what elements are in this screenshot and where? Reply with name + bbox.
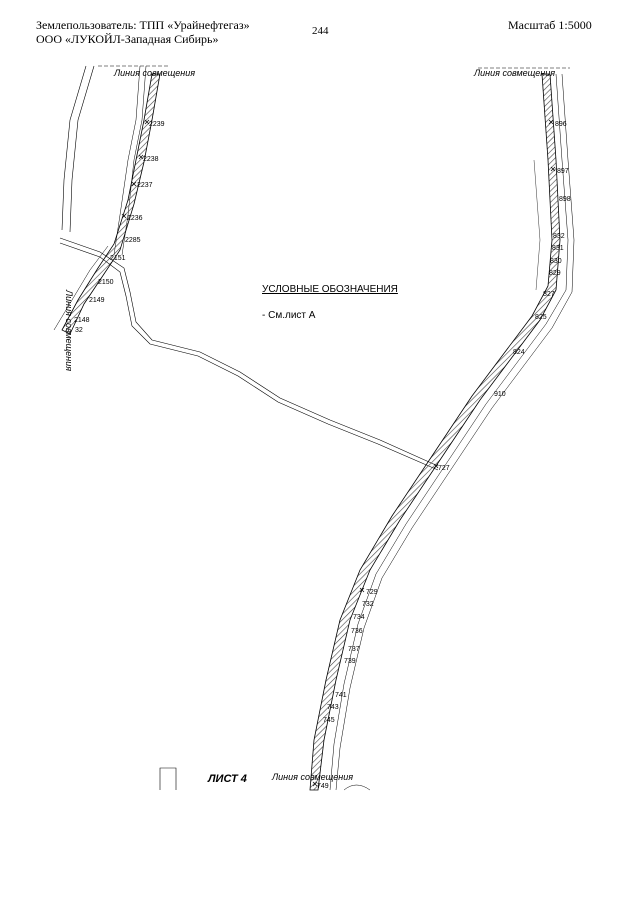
point-label: 825 bbox=[535, 314, 547, 321]
match-line-top-right: Линия совмещения bbox=[473, 68, 555, 78]
point-label: 745 bbox=[323, 717, 335, 724]
point-label: 729 bbox=[366, 589, 378, 596]
point-label: 743 bbox=[327, 704, 339, 711]
point-label: 2238 bbox=[143, 156, 159, 163]
point-label: 831 bbox=[552, 245, 564, 252]
point-label: 2148 bbox=[74, 317, 90, 324]
point-label: 897 bbox=[557, 168, 569, 175]
land-user-line1: Землепользователь: ТПП «Урайнефтегаз» bbox=[36, 18, 250, 32]
point-markers bbox=[121, 119, 556, 787]
point-label: 2236 bbox=[127, 215, 143, 222]
point-label: 727 bbox=[438, 465, 450, 472]
point-label: 737 bbox=[348, 646, 360, 653]
point-label: 739 bbox=[344, 658, 356, 665]
point-label: 2285 bbox=[125, 237, 141, 244]
match-line-bottom: Линия совмещения bbox=[271, 772, 353, 782]
point-label: 732 bbox=[362, 601, 374, 608]
point-label: 2149 bbox=[89, 297, 105, 304]
left-point-labels: 2239 2238 2237 2236 2285 2151 2150 2149 … bbox=[74, 121, 165, 334]
point-label: 827 bbox=[543, 291, 555, 298]
point-label: 2150 bbox=[98, 279, 114, 286]
point-label: 32 bbox=[75, 327, 83, 334]
point-label: 736 bbox=[351, 628, 363, 635]
point-label: 2239 bbox=[149, 121, 165, 128]
point-label: 824 bbox=[513, 349, 525, 356]
land-user-line2: ООО «ЛУКОЙЛ-Западная Сибирь» bbox=[36, 32, 219, 46]
point-label: 832 bbox=[553, 233, 565, 240]
legend-item: - См.лист А bbox=[262, 310, 316, 321]
point-label: 2151 bbox=[110, 255, 126, 262]
sheet-label: ЛИСТ 4 bbox=[207, 773, 247, 785]
page-number: 244 bbox=[312, 25, 329, 37]
legend-title: УСЛОВНЫЕ ОБОЗНАЧЕНИЯ bbox=[262, 284, 398, 295]
point-label: 898 bbox=[559, 196, 571, 203]
point-label: 896 bbox=[555, 121, 567, 128]
bottom-structure bbox=[159, 767, 177, 790]
left-corridor bbox=[53, 65, 439, 471]
bottom-curve bbox=[343, 784, 371, 791]
point-label: 2237 bbox=[137, 182, 153, 189]
point-label: 829 bbox=[549, 270, 561, 277]
right-point-labels: 896 897 898 832 831 830 829 827 825 824 … bbox=[317, 121, 571, 790]
map-scale: Масштаб 1:5000 bbox=[508, 18, 592, 32]
point-label: 749 bbox=[317, 783, 329, 790]
right-corridor bbox=[309, 73, 575, 791]
point-label: 910 bbox=[494, 391, 506, 398]
point-label: 734 bbox=[353, 614, 365, 621]
match-line-left-vertical: Линия совмещения bbox=[64, 289, 74, 371]
point-label: 741 bbox=[335, 692, 347, 699]
match-line-top-left: Линия совмещения bbox=[113, 68, 195, 78]
point-label: 830 bbox=[550, 258, 562, 265]
